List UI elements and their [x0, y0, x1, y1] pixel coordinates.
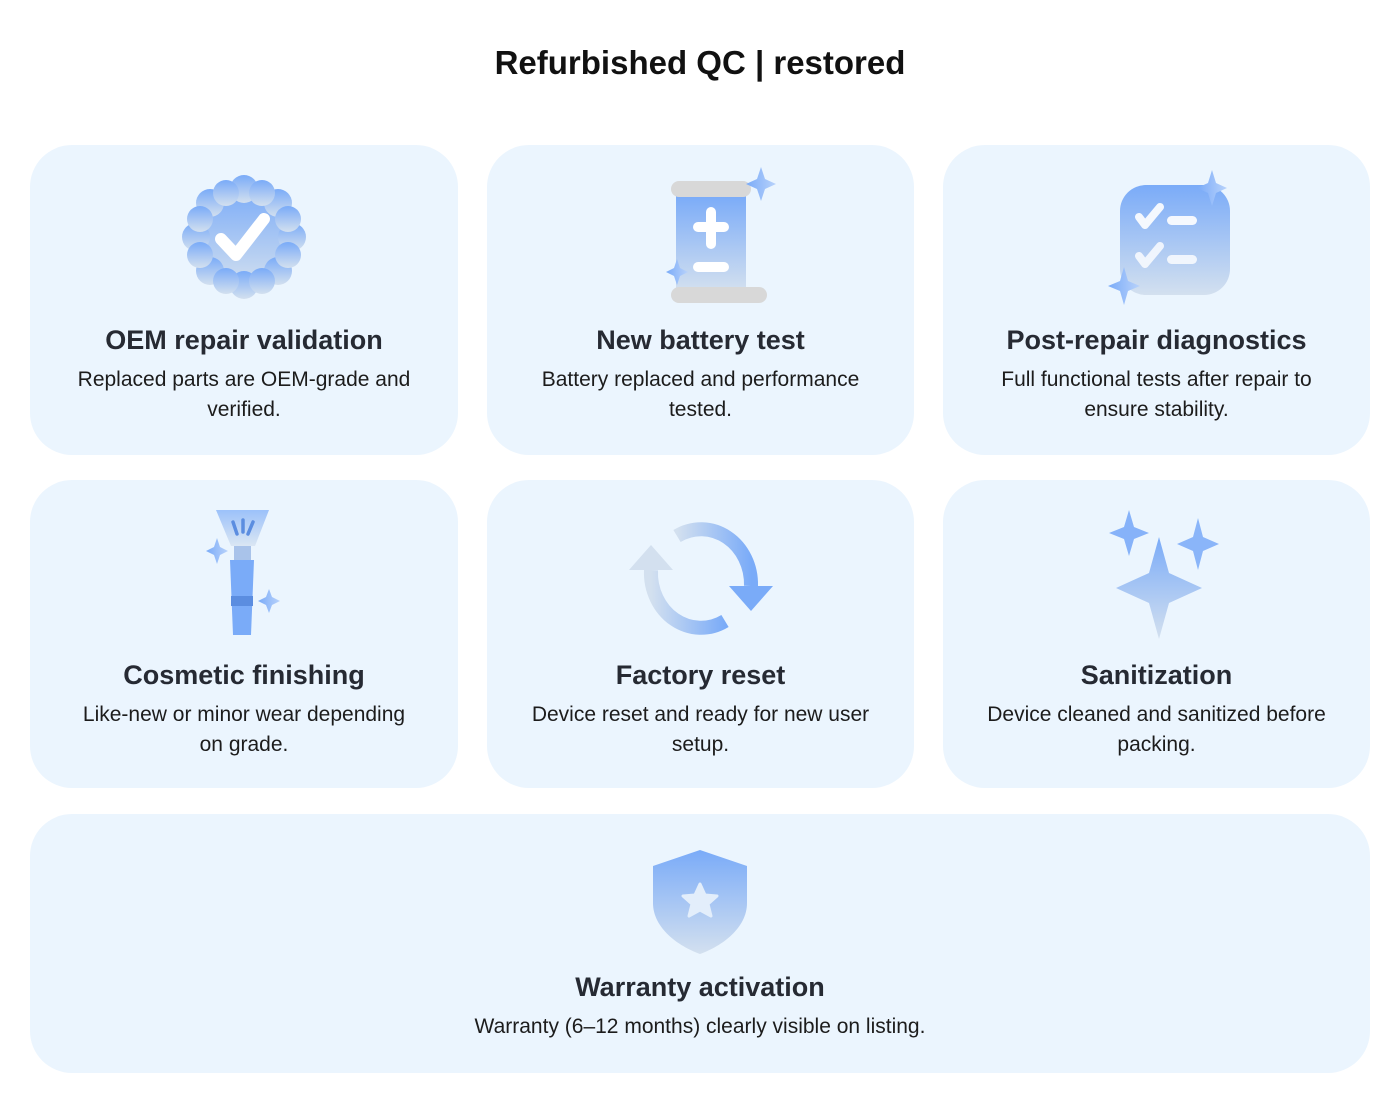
card-title: Post-repair diagnostics [1006, 325, 1307, 355]
card-description: Like-new or minor wear depending on grad… [82, 703, 406, 756]
card-description: Device cleaned and sanitized before pack… [987, 703, 1326, 756]
battery-scroll-icon [665, 167, 776, 303]
card-title: Cosmetic finishing [123, 660, 365, 690]
card-new-battery-test: New battery test Battery replaced and pe… [487, 145, 914, 455]
card-description: Replaced parts are OEM-grade and verifie… [77, 368, 411, 421]
card-title: OEM repair validation [105, 325, 383, 355]
card-description: Device reset and ready for new user setu… [531, 703, 870, 756]
checklist-icon [1107, 170, 1230, 305]
card-description: Warranty (6–12 months) clearly visible o… [474, 1015, 926, 1038]
brush-icon [206, 510, 280, 635]
verified-badge-icon [182, 175, 306, 299]
shield-star-icon [653, 850, 747, 954]
card-description: Full functional tests after repair to en… [1001, 368, 1312, 421]
card-warranty-activation: Warranty activation Warranty (6–12 month… [30, 814, 1370, 1073]
card-oem-repair-validation: OEM repair validation Replaced parts are… [30, 145, 458, 455]
card-cosmetic-finishing: Cosmetic finishing Like-new or minor wea… [30, 480, 458, 788]
card-factory-reset: Factory reset Device reset and ready for… [487, 480, 914, 788]
refresh-icon [628, 522, 773, 635]
card-title: Warranty activation [575, 972, 825, 1002]
card-title: Factory reset [615, 660, 786, 690]
card-title: New battery test [596, 325, 805, 355]
card-sanitization: Sanitization Device cleaned and sanitize… [943, 480, 1370, 788]
card-title: Sanitization [1080, 660, 1233, 690]
card-post-repair-diagnostics: Post-repair diagnostics Full functional … [943, 145, 1370, 455]
page-title: Refurbished QC | restored [494, 44, 906, 81]
card-description: Battery replaced and performance tested. [541, 368, 860, 421]
sparkles-icon [1108, 510, 1219, 639]
